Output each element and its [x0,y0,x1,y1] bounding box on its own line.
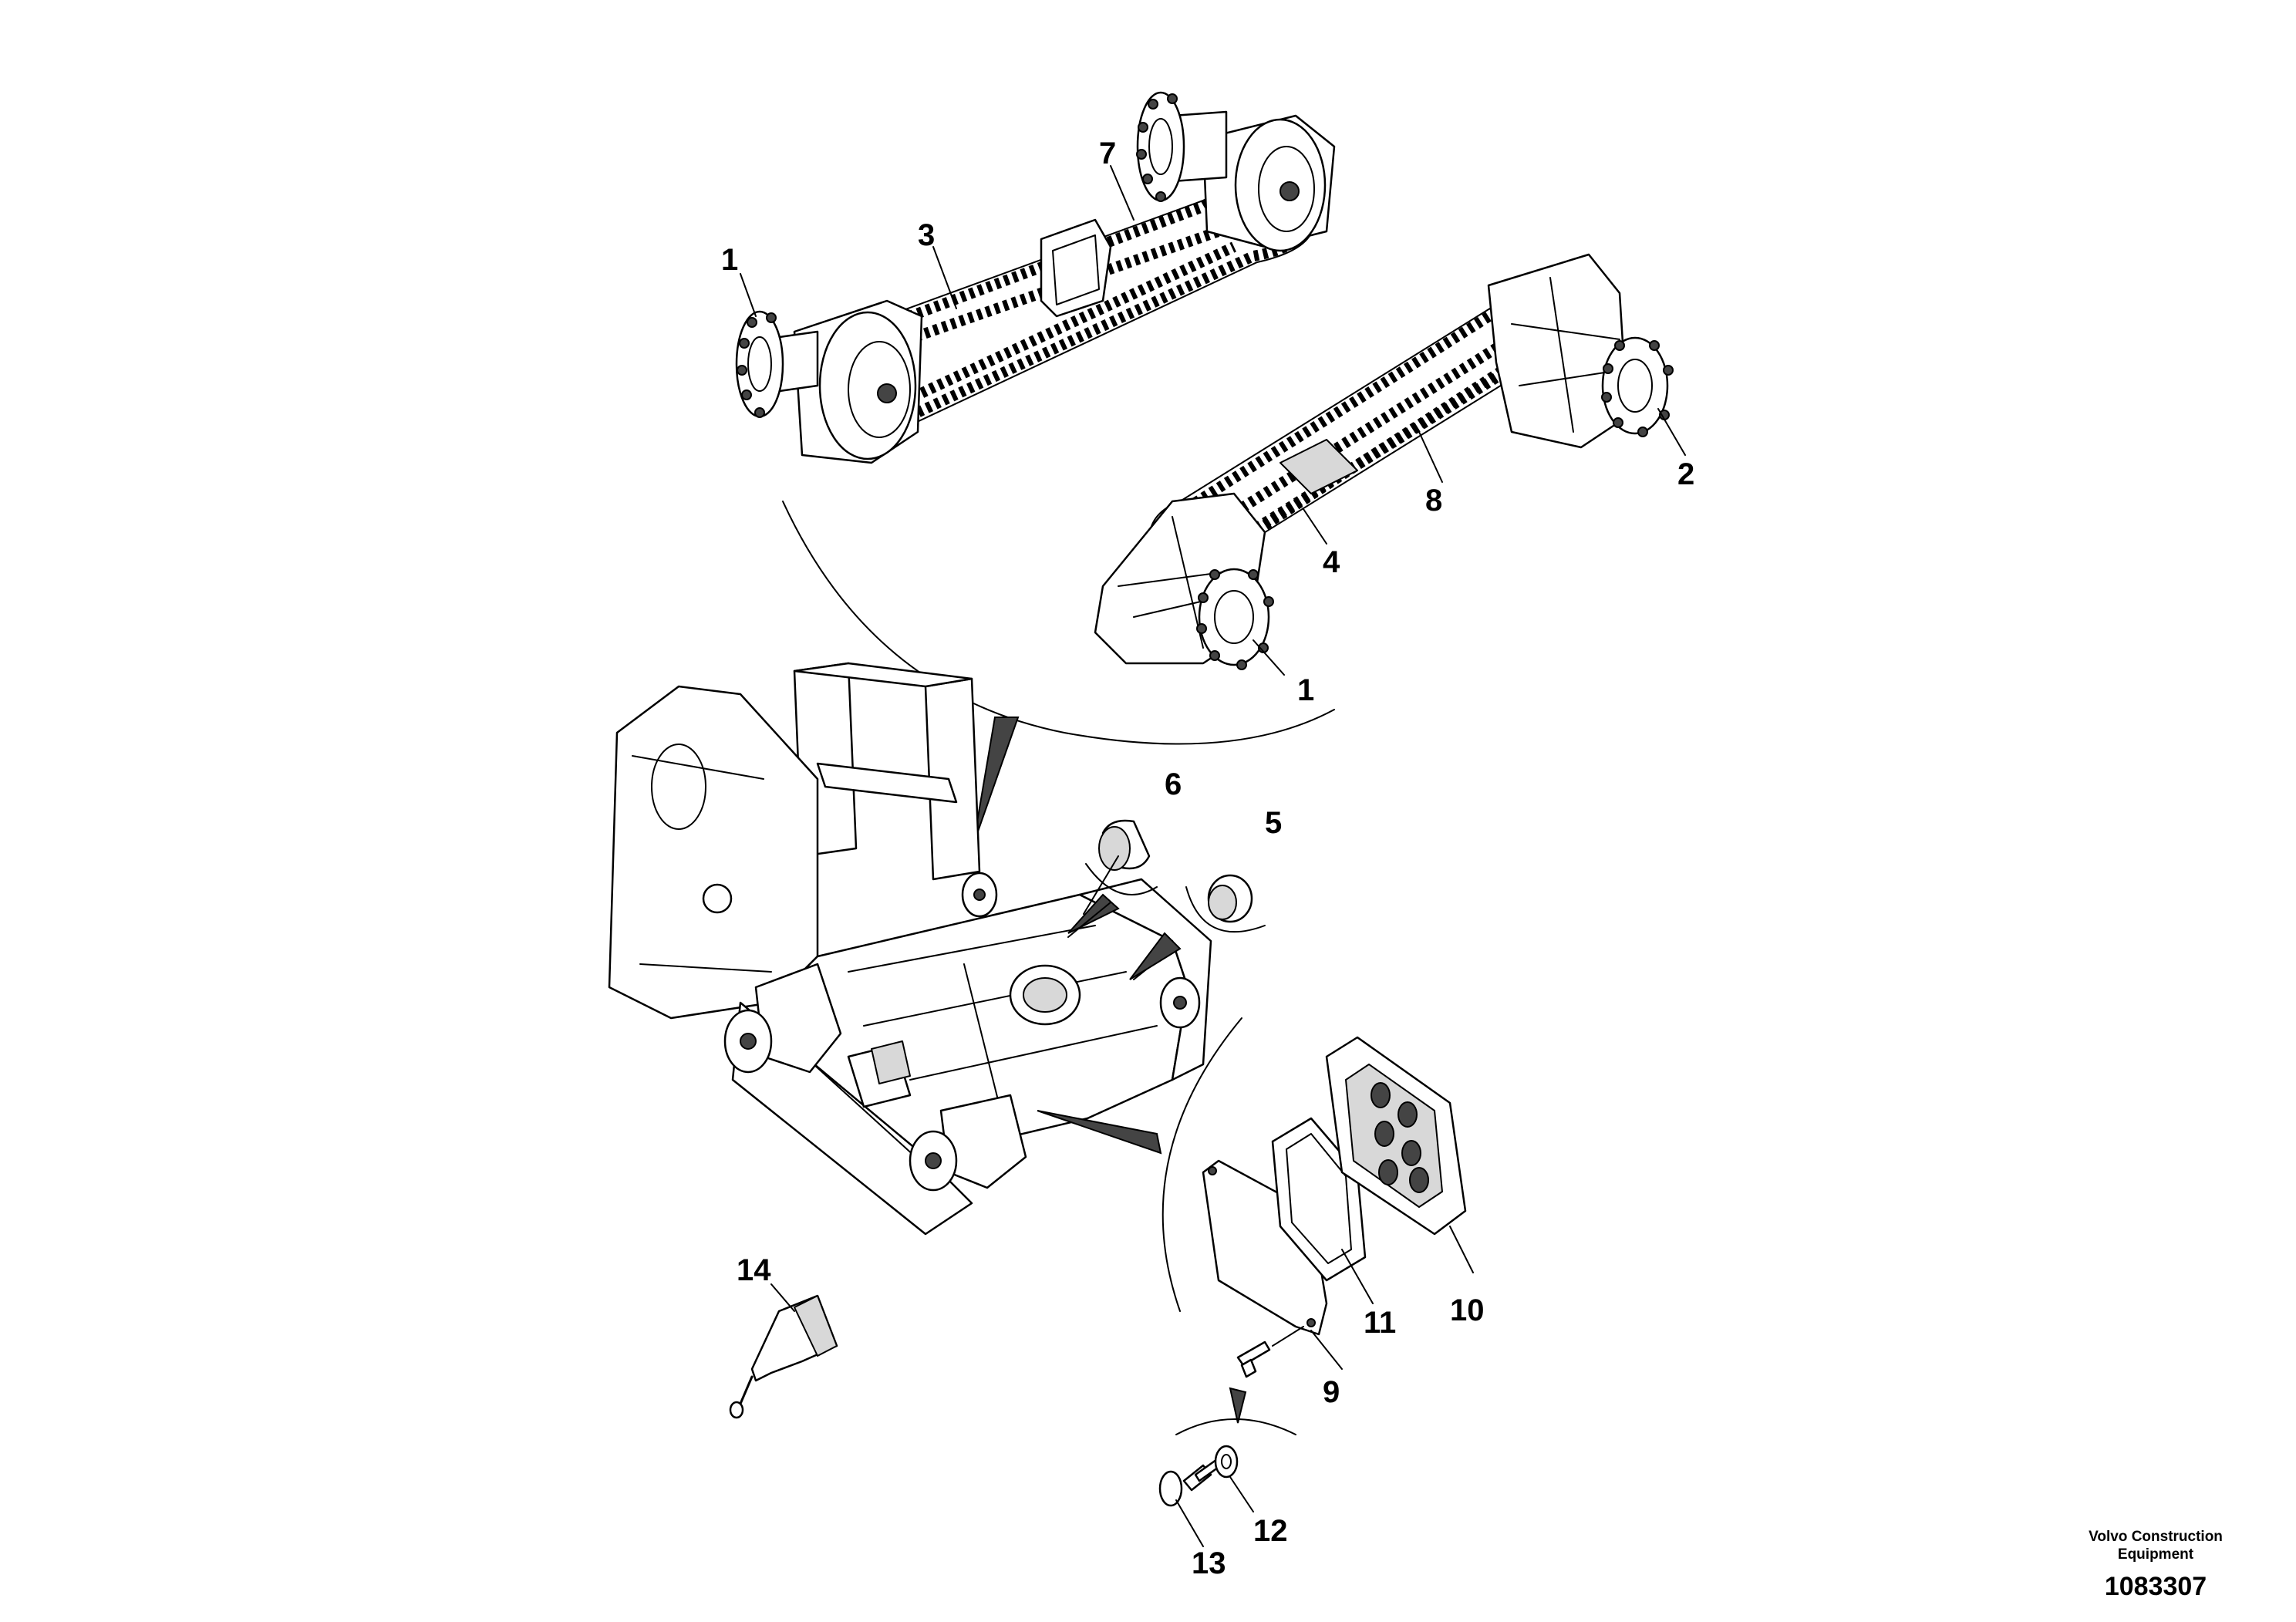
leader-13 [1175,1499,1204,1547]
leader-10 [1449,1226,1474,1273]
bolt-assembly [1236,1340,1271,1378]
pointer-arrow-6 [1067,893,1120,934]
callout-5: 5 [1265,806,1282,840]
callout-7: 7 [1099,137,1116,170]
callout-8: 8 [1425,484,1442,518]
leader-1-top [740,273,757,317]
callout-1-top: 1 [721,243,738,277]
plug-6 [1085,819,1158,895]
callout-10: 10 [1450,1293,1485,1327]
brand-line-2: Equipment [2118,1546,2194,1563]
leader-6 [1083,855,1119,915]
main-frame [608,662,1212,1236]
leader-4 [1303,508,1327,545]
detail-arc-cover [1161,1017,1242,1312]
callout-6: 6 [1165,767,1182,801]
callout-1-bottom: 1 [1297,673,1314,707]
callout-13: 13 [1192,1546,1226,1580]
leader-14 [770,1283,795,1312]
callout-4: 4 [1323,545,1340,579]
sealant-tube-14 [729,1294,838,1419]
upper-chain-assembly [735,91,1336,464]
leader-3 [932,246,957,309]
leader-12 [1229,1476,1254,1512]
callout-11: 11 [1364,1306,1396,1340]
leader-2 [1657,408,1686,456]
pointer-arrow-cover [1037,1110,1162,1155]
pointer-arrow-bolt [1229,1387,1247,1424]
washer-12 [1214,1445,1239,1479]
pointer-arrow-chains [973,717,1020,845]
leader-8 [1418,431,1443,483]
detail-arc-bolt [1175,1418,1296,1435]
leader-7 [1110,165,1135,221]
leader-9-bolt [1272,1326,1304,1347]
pointer-arrow-5 [1129,932,1182,980]
leader-11 [1341,1249,1374,1304]
detail-arc-chains [782,501,1335,745]
callout-2: 2 [1677,457,1694,491]
lower-chain-assembly [1094,253,1674,670]
pointer-line-6 [1067,902,1111,938]
leader-1-bottom [1253,639,1285,676]
brand-line-1: Volvo Construction [2089,1529,2223,1545]
leader-9 [1310,1330,1343,1370]
callout-9: 9 [1323,1375,1340,1409]
plug-5 [1185,874,1266,933]
callout-12: 12 [1253,1514,1288,1548]
callout-3: 3 [918,218,935,252]
document-number: 1083307 [2105,1572,2207,1601]
callout-14: 14 [737,1253,771,1287]
cover-plate-10 [1325,1036,1467,1236]
